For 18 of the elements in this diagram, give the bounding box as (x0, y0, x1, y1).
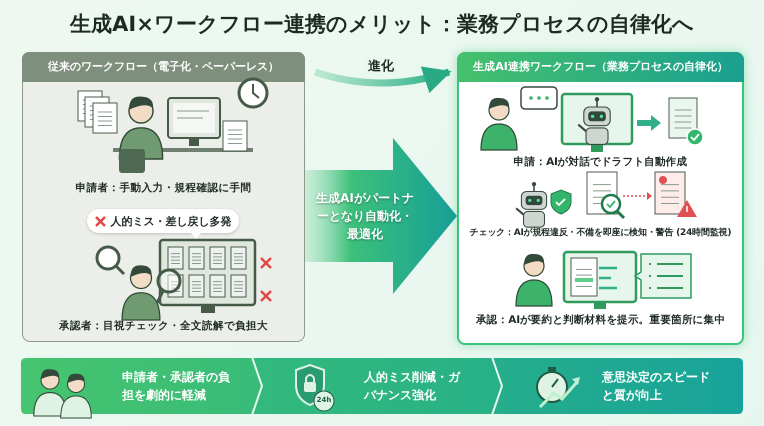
step-label: 承認者：目視チェック・全文読解で負担大 (58, 319, 269, 333)
edge-label: 生成AIがパートナーとなり自動化・最適化 (314, 190, 415, 243)
benefit-text: 申請者・承認者の負担を劇的に軽減 (122, 369, 231, 404)
edge-label: 進化 (365, 57, 397, 75)
panel (457, 52, 744, 345)
step-label: チェック：AIが規程違反・不備を即座に検知・警告 (24時間監視) (468, 226, 732, 239)
arrow (305, 138, 457, 294)
step-label: 承認：AIが要約と判断材料を提示。重要箇所に集中 (474, 313, 726, 327)
arrow (314, 66, 452, 93)
benefit-text: 人的ミス削減・ガバナンス強化 (364, 369, 462, 404)
panel-header: 従来のワークフロー（電子化・ペーパーレス） (22, 52, 305, 82)
step-label: 申請：AIが対話でドラフト自動作成 (512, 155, 688, 169)
panel-header: 生成AI連携ワークフロー（業務プロセスの自律化） (457, 52, 744, 82)
title: 生成AI×ワークフロー連携のメリット：業務プロセスの自律化へ (68, 11, 695, 38)
warning-text: 人的ミス・差し戻し多発 (110, 214, 232, 228)
step-label: 申請者：手動入力・規程確認に手間 (74, 181, 252, 195)
benefit-text: 意思決定のスピードと質が向上 (602, 369, 711, 404)
panel (22, 52, 305, 342)
